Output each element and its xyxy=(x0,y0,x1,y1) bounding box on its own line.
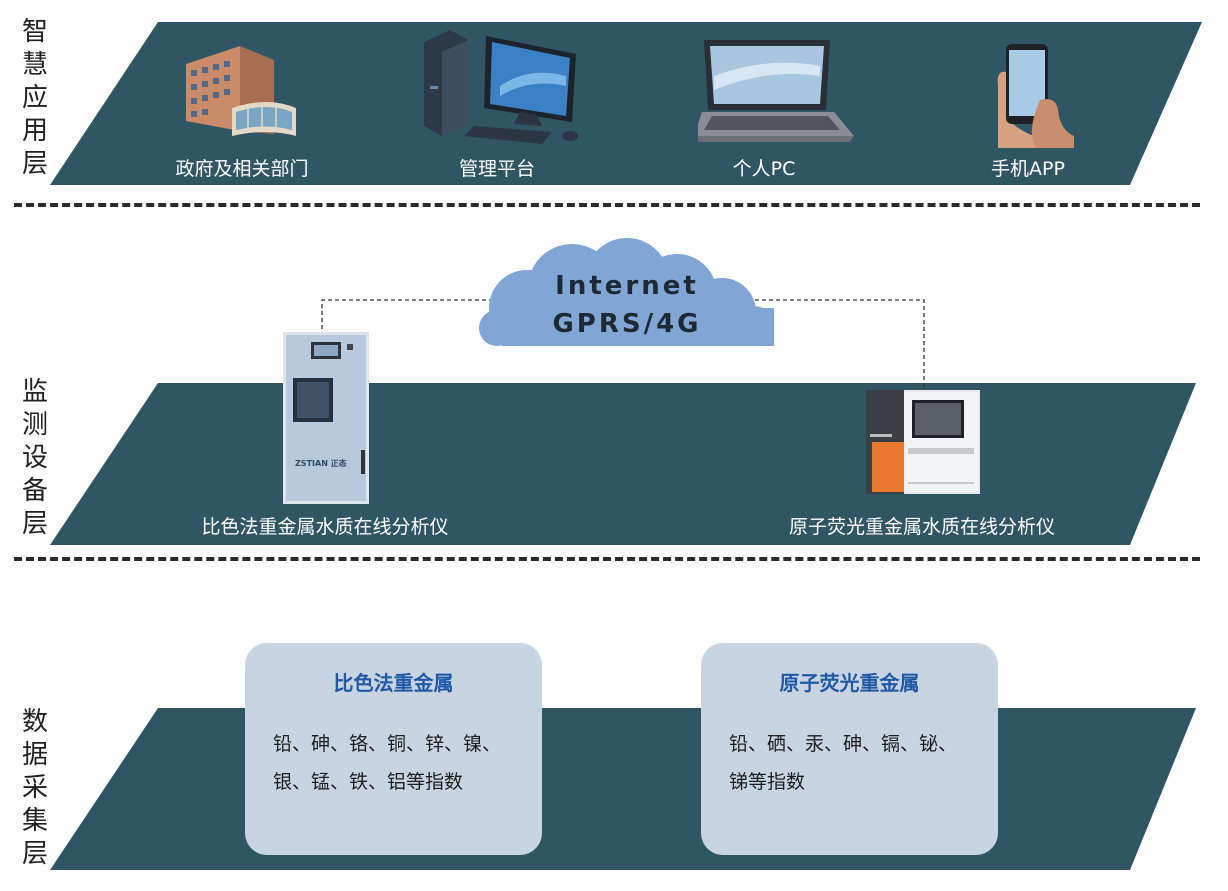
label-char: 层 xyxy=(21,839,48,869)
cabinet-illustration xyxy=(283,332,369,504)
cloud-icon xyxy=(479,238,774,346)
label-char: 慧 xyxy=(21,50,48,80)
application-caption: 管理平台 xyxy=(458,158,536,180)
divider-middle xyxy=(14,557,1200,561)
collection-band xyxy=(50,708,1196,870)
atomic-fluorescence-card: 原子荧光重金属 铅、硒、汞、砷、镉、铋、 锑等指数 xyxy=(701,643,998,855)
device-caption: 比色法重金属水质在线分析仪 xyxy=(201,516,449,538)
application-caption: 政府及相关部门 xyxy=(175,158,309,180)
card-line: 银、锰、铁、铝等指数 xyxy=(273,771,464,793)
label-char: 测 xyxy=(21,410,48,440)
internet-cloud: Internet GPRS/4G xyxy=(472,238,782,348)
network-line-1: Internet xyxy=(555,271,699,301)
collection-layer-label: 数 据 采 集 层 xyxy=(18,706,52,871)
application-caption: 手机APP xyxy=(991,158,1065,180)
divider-top xyxy=(14,203,1200,207)
atomic-fluorescence-analyzer-icon xyxy=(866,390,980,494)
card-title: 原子荧光重金属 xyxy=(779,671,920,695)
label-char: 智 xyxy=(21,17,48,47)
card-line: 铅、硒、汞、砷、镉、铋、 xyxy=(729,733,958,755)
application-band xyxy=(50,22,1202,185)
label-char: 层 xyxy=(21,149,48,179)
card-body: 铅、砷、铬、铜、锌、镍、 银、锰、铁、铝等指数 xyxy=(273,725,524,801)
label-char: 采 xyxy=(21,773,48,803)
card-line: 锑等指数 xyxy=(729,771,806,793)
colorimetric-card: 比色法重金属 铅、砷、铬、铜、锌、镍、 银、锰、铁、铝等指数 xyxy=(245,643,542,855)
application-layer-label: 智 慧 应 用 层 xyxy=(18,16,52,181)
mobile-phone-icon xyxy=(997,44,1074,148)
label-char: 用 xyxy=(21,116,48,146)
device-caption: 原子荧光重金属水质在线分析仪 xyxy=(788,516,1056,538)
connector-left xyxy=(321,299,505,336)
label-char: 备 xyxy=(21,476,48,506)
monitoring-layer-label: 监 测 设 备 层 xyxy=(18,376,52,541)
label-char: 层 xyxy=(21,509,48,539)
label-char: 集 xyxy=(21,806,48,836)
application-caption: 个人PC xyxy=(732,158,796,180)
card-body: 铅、硒、汞、砷、镉、铋、 锑等指数 xyxy=(729,725,980,801)
card-title: 比色法重金属 xyxy=(333,671,454,695)
card-line: 铅、砷、铬、铜、锌、镍、 xyxy=(273,733,502,755)
colorimetric-analyzer-icon: ZSTIAN 正态 xyxy=(283,332,369,504)
label-char: 据 xyxy=(21,740,48,770)
label-char: 应 xyxy=(21,83,48,113)
desktop-computer-icon xyxy=(424,30,578,144)
government-building-icon xyxy=(186,46,296,136)
label-char: 监 xyxy=(21,377,48,407)
connector-right xyxy=(748,299,925,392)
device-brand: ZSTIAN 正态 xyxy=(295,459,347,468)
laptop-icon xyxy=(698,40,854,142)
label-char: 数 xyxy=(21,707,48,737)
label-char: 设 xyxy=(21,443,48,473)
network-line-2: GPRS/4G xyxy=(552,309,702,339)
